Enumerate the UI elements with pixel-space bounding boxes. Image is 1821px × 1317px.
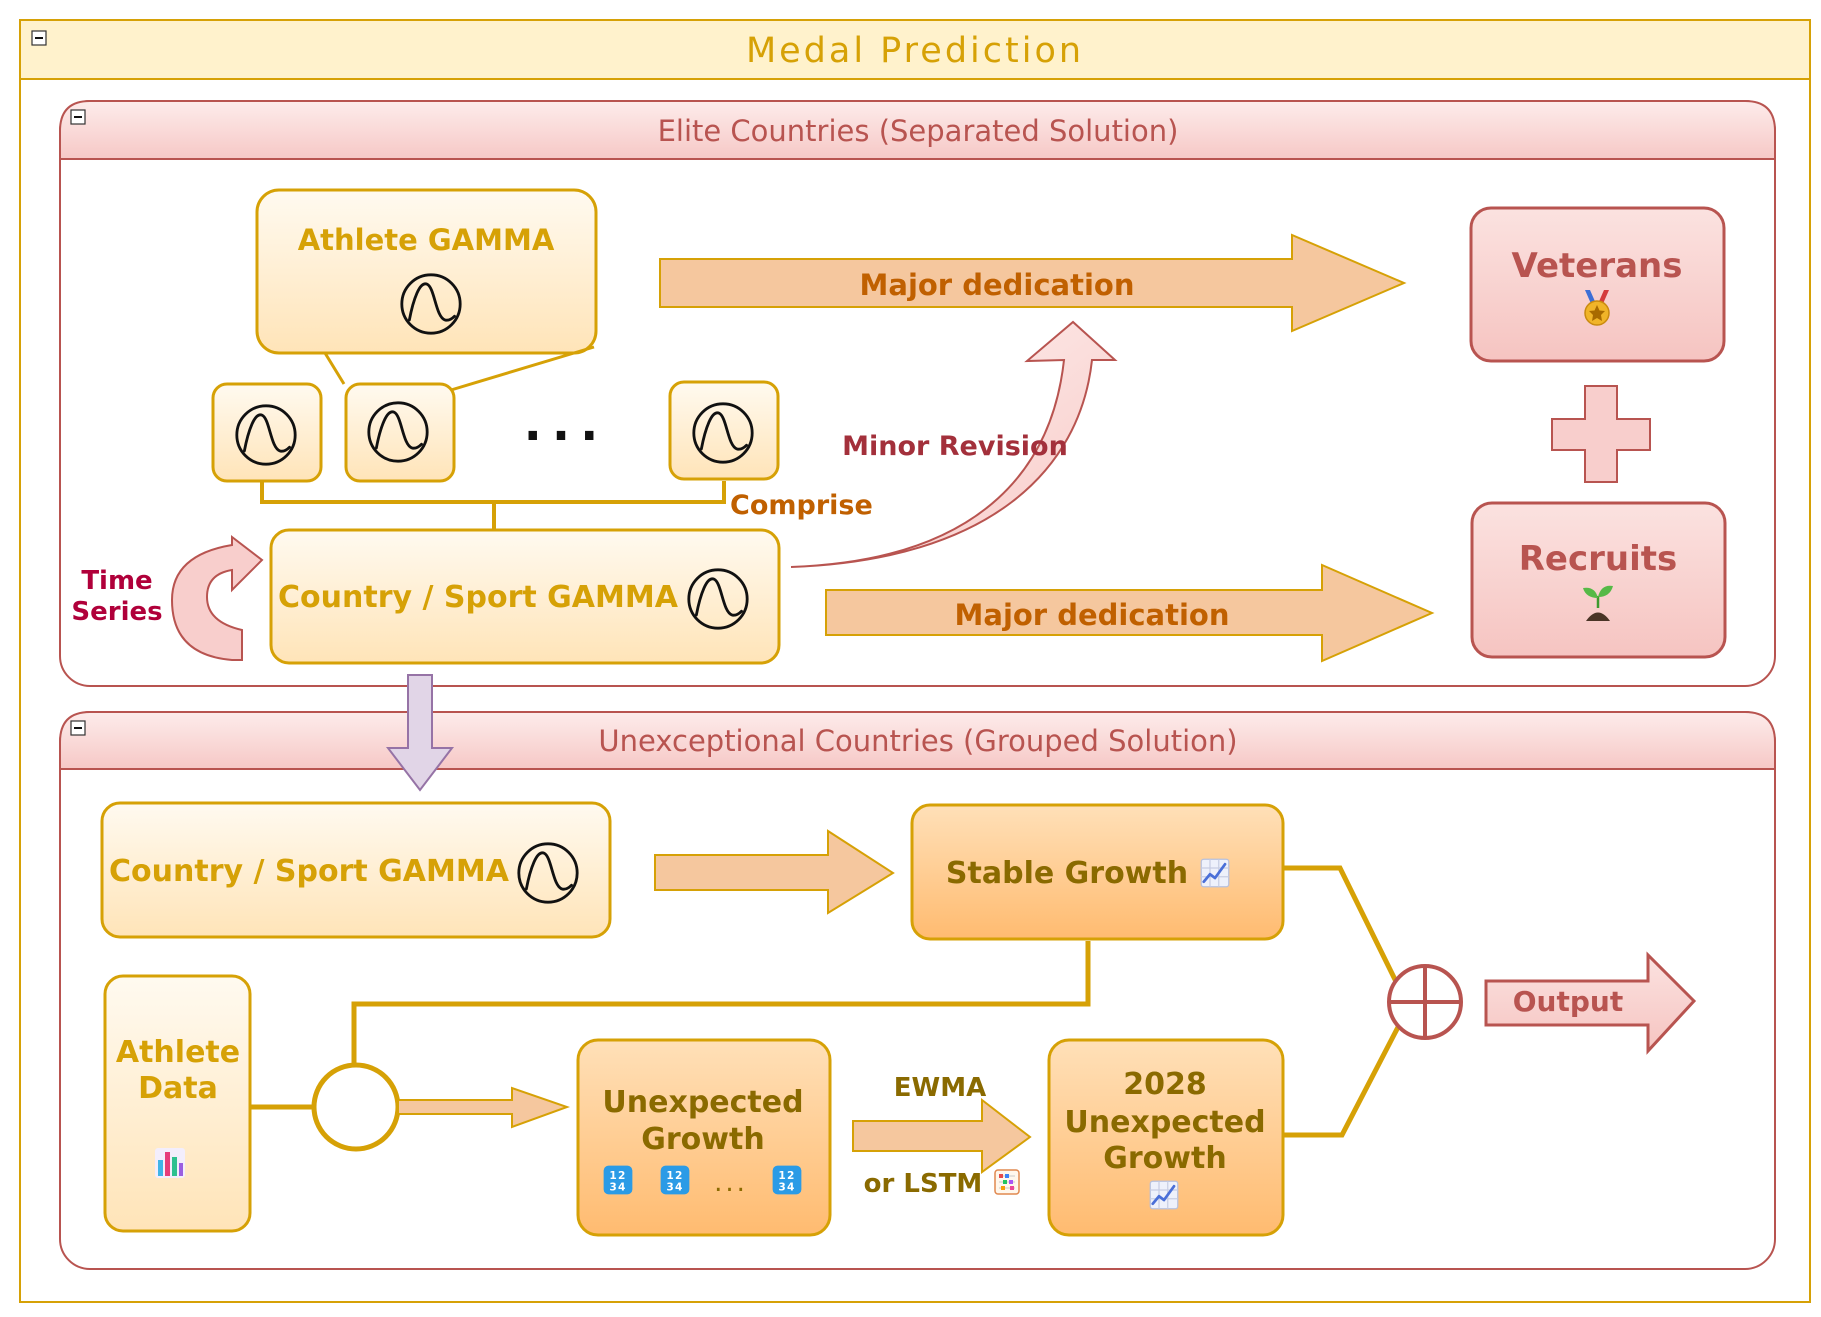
number-block-icon (772, 1165, 802, 1195)
unexpected-growth-label: Growth (641, 1122, 764, 1157)
athlete-data-label: Data (138, 1071, 218, 1106)
minor-revision-arrow (790, 320, 1118, 568)
stable-growth-label: Stable Growth (946, 856, 1188, 891)
sub-gamma-box-2 (344, 382, 456, 483)
veterans-label: Veterans (1512, 246, 1683, 286)
unexpected-growth-box (576, 1038, 832, 1237)
major-dedication-label-bottom: Major dedication (955, 598, 1230, 632)
comprise-bracket (260, 481, 726, 530)
outer-header (19, 19, 1811, 80)
number-block-icon (603, 1165, 633, 1195)
number-block-icon (660, 1165, 690, 1195)
collapse-icon[interactable] (70, 109, 86, 125)
to-stable-growth-arrow (654, 829, 895, 915)
veterans-box (1469, 206, 1726, 363)
time-series-label: Series (71, 597, 162, 627)
or-lstm-label: or LSTM (864, 1169, 983, 1199)
elite-lane-title: Elite Countries (Separated Solution) (658, 114, 1179, 148)
digits-ellipsis: ... (714, 1168, 748, 1198)
result-label: Growth (1103, 1141, 1226, 1176)
abacus-icon (994, 1169, 1020, 1195)
model-arrow (852, 1097, 1032, 1174)
bar-chart-icon (155, 1148, 185, 1178)
unexpected-growth-label: Unexpected (602, 1085, 803, 1120)
to-unexpected-growth-arrow (397, 1086, 570, 1129)
transfer-down-arrow-overlay (385, 674, 455, 792)
combine-plus-icon (1387, 964, 1463, 1040)
sprout-icon (1583, 585, 1613, 621)
unexceptional-lane-title: Unexceptional Countries (Grouped Solutio… (598, 724, 1237, 758)
plus-connector (1551, 385, 1651, 483)
medal-icon (1584, 290, 1610, 326)
page-title: Medal Prediction (746, 31, 1084, 71)
major-dedication-arrow-bottom (825, 563, 1435, 663)
stable-growth-box (910, 803, 1285, 941)
elite-lane-header (59, 100, 1776, 160)
comprise-label: Comprise (730, 490, 873, 521)
output-label: Output (1513, 985, 1623, 1018)
athlete-data-label: Athlete (116, 1035, 240, 1070)
recruits-label: Recruits (1519, 539, 1678, 579)
country-sport-gamma-label: Country / Sport GAMMA (278, 580, 679, 615)
line-chart-icon (1149, 1180, 1179, 1210)
output-arrow (1484, 951, 1697, 1055)
athlete-gamma-box (255, 188, 598, 355)
line-chart-icon (1200, 858, 1230, 888)
collapse-icon[interactable] (70, 720, 86, 736)
unexceptional-lane-header (59, 711, 1776, 770)
ellipsis: ... (524, 396, 609, 452)
collapse-icon[interactable] (31, 30, 47, 46)
callout-line (323, 345, 595, 392)
major-dedication-arrow-top (659, 233, 1407, 333)
sub-gamma-box-3 (668, 380, 780, 481)
merge-node (311, 1062, 401, 1152)
result-to-combine-line (1283, 1002, 1413, 1138)
grouped-country-sport-gamma-box (100, 801, 612, 939)
athlete-gamma-label: Athlete GAMMA (298, 223, 555, 257)
time-series-label: Time (81, 566, 152, 596)
athlete-data-box (103, 974, 252, 1233)
sub-gamma-box-1 (211, 382, 323, 483)
time-series-arrow (170, 534, 264, 661)
recruits-box (1470, 501, 1727, 659)
country-sport-gamma-box (269, 528, 781, 665)
result-year-label: 2028 (1123, 1067, 1207, 1102)
stable-to-merge-line (351, 941, 1091, 1064)
stable-to-combine-line (1283, 865, 1413, 1012)
major-dedication-label-top: Major dedication (860, 268, 1135, 302)
minor-revision-label: Minor Revision (842, 431, 1068, 462)
ewma-label: EWMA (894, 1073, 986, 1103)
result-label: Unexpected (1064, 1105, 1265, 1140)
grouped-country-sport-gamma-label: Country / Sport GAMMA (109, 854, 510, 889)
